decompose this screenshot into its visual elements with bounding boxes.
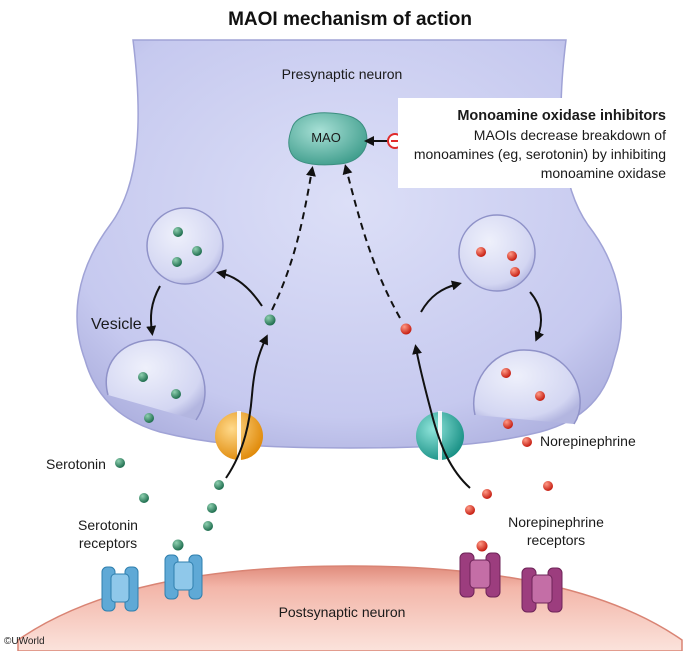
serotonin-molecule	[192, 246, 202, 256]
serotonin-molecule	[138, 372, 148, 382]
vesicle-norepinephrine-fusing	[473, 349, 581, 425]
serotonin-molecule	[115, 458, 125, 468]
postsynaptic-label: Postsynaptic neuron	[278, 604, 406, 620]
serotonin-molecule	[172, 539, 184, 551]
serotonin-molecule	[139, 493, 149, 503]
norepinephrine-receptor	[459, 552, 501, 598]
norepinephrine-molecule	[535, 391, 545, 401]
norepinephrine-molecule	[522, 437, 532, 447]
norepinephrine-molecule	[501, 368, 511, 378]
mao-label: MAO	[311, 130, 341, 145]
serotonin-molecule	[264, 314, 276, 326]
arrow-to-norepinephrine-vesicle	[420, 280, 462, 313]
vesicle-serotonin-fusing	[105, 339, 206, 421]
norepinephrine-molecule	[476, 540, 488, 552]
vesicle-serotonin-top	[146, 207, 224, 285]
callout-heading: Monoamine oxidase inhibitors	[457, 108, 666, 124]
norepinephrine-receptor	[521, 567, 563, 613]
arrow-to-serotonin-vesicle	[216, 269, 263, 307]
arrow-serotonin-to-mao	[271, 166, 316, 311]
norepinephrine-molecule	[510, 267, 520, 277]
serotonin-receptors-label: Serotonin receptors	[78, 517, 138, 551]
norepinephrine-molecule	[400, 323, 412, 335]
norepinephrine-receptors-label: Norepinephrine receptors	[508, 514, 604, 548]
arrow-serotonin-reuptake	[225, 334, 268, 479]
norepinephrine-molecule	[507, 251, 517, 261]
callout-background	[398, 98, 670, 188]
serotonin-receptor	[164, 554, 203, 600]
serotonin-molecule	[171, 389, 181, 399]
maoi-callout: Monoamine oxidase inhibitors MAOIs decre…	[404, 107, 666, 183]
vesicle-label: Vesicle	[91, 316, 142, 333]
serotonin-receptor	[101, 566, 139, 612]
copyright-label: ©UWorld	[4, 636, 45, 647]
serotonin-label: Serotonin	[46, 456, 106, 472]
norepinephrine-molecule	[465, 505, 475, 515]
arrow-norepinephrine-vesicle-down	[529, 291, 544, 342]
mao-enzyme	[288, 112, 368, 166]
arrow-norepinephrine-reuptake	[412, 344, 471, 489]
serotonin-molecule	[203, 521, 213, 531]
arrow-serotonin-vesicle-down	[146, 285, 161, 336]
diagram-title: MAOI mechanism of action	[228, 9, 472, 30]
norepinephrine-molecule	[543, 481, 553, 491]
serotonin-molecule	[214, 480, 224, 490]
serotonin-molecule	[172, 257, 182, 267]
serotonin-molecule	[173, 227, 183, 237]
norepinephrine-molecule	[503, 419, 513, 429]
norepinephrine-molecule	[476, 247, 486, 257]
norepinephrine-label: Norepinephrine	[540, 433, 636, 449]
serotonin-molecule	[207, 503, 217, 513]
presynaptic-label: Presynaptic neuron	[281, 66, 403, 82]
serotonin-molecule	[144, 413, 154, 423]
vesicle-norepinephrine-top	[458, 214, 536, 292]
norepinephrine-molecule	[482, 489, 492, 499]
callout-text: MAOIs decrease breakdown of monoamines (…	[413, 127, 666, 181]
